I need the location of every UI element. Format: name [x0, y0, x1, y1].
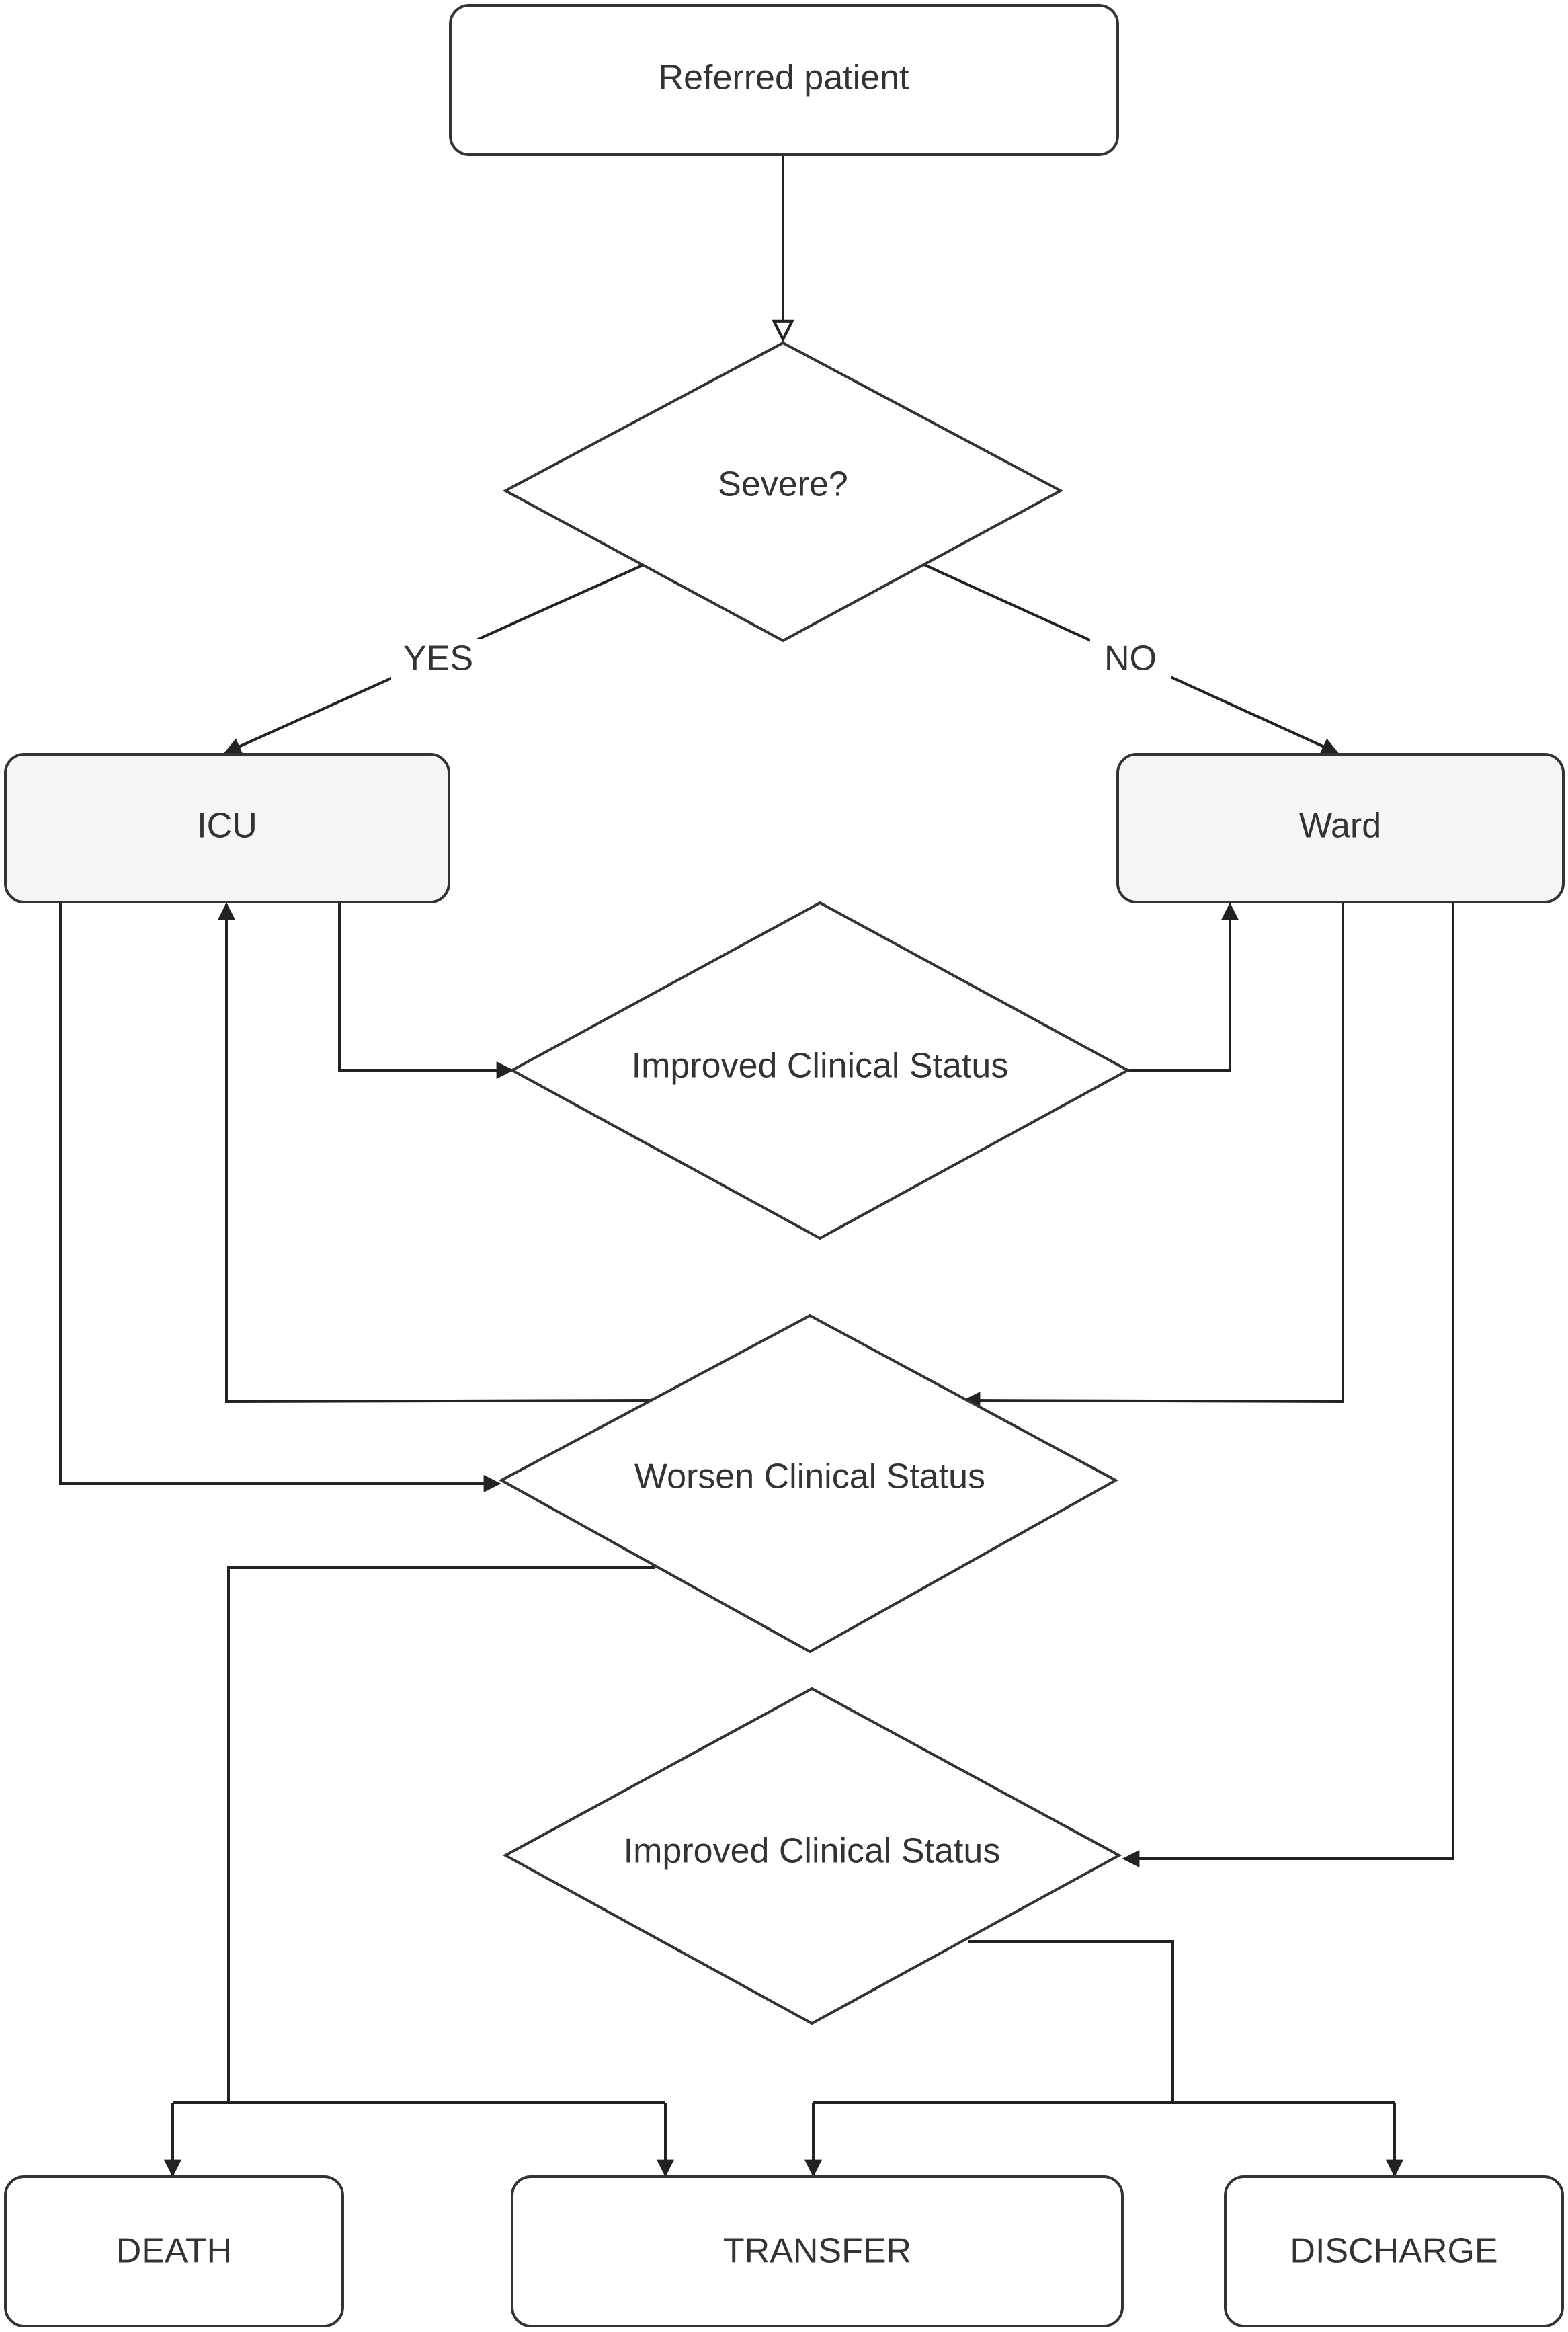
edge-worsen-to-icu	[218, 902, 656, 1404]
edge-ward-to-improved-lower	[1122, 902, 1454, 1867]
severe-label: Severe?	[718, 465, 848, 504]
icu-box	[4, 753, 450, 903]
worsen-status-label: Worsen Clinical Status	[634, 1457, 985, 1496]
edge-improved-lower-branch	[968, 1940, 1174, 2103]
improved-status-upper-decision	[509, 901, 1131, 1240]
ward-label: Ward	[1299, 807, 1381, 846]
edge-icu-to-improved	[338, 902, 514, 1079]
edge-label-yes: YES	[403, 639, 473, 678]
referred-patient-label: Referred patient	[659, 58, 909, 97]
edges	[59, 155, 1454, 2177]
discharge-box	[1224, 2175, 1564, 2327]
severe-decision	[502, 341, 1064, 643]
transfer-box	[511, 2175, 1124, 2327]
death-box	[4, 2175, 344, 2327]
edge-improved-to-ward	[1128, 902, 1239, 1072]
referred-patient-box	[449, 4, 1119, 156]
edge-ward-to-worsen	[962, 902, 1344, 1410]
improved-status-upper-label: Improved Clinical Status	[632, 1047, 1009, 1086]
discharge-label: DISCHARGE	[1290, 2232, 1497, 2271]
death-label: DEATH	[116, 2232, 232, 2271]
icu-label: ICU	[197, 807, 257, 846]
nodes: Referred patient Severe? ICU Ward Improv…	[4, 4, 1565, 2327]
improved-status-lower-decision	[502, 1687, 1122, 2025]
edge-label-no: NO	[1104, 639, 1157, 678]
edge-labels: YES NO	[391, 639, 1171, 683]
edge-icu-to-worsen	[59, 902, 501, 1492]
worsen-status-decision	[498, 1314, 1119, 1654]
transfer-label: TRANSFER	[723, 2232, 911, 2271]
edge-worsen-branch	[227, 1566, 655, 2103]
ward-box	[1116, 753, 1565, 903]
improved-status-lower-label: Improved Clinical Status	[624, 1832, 1001, 1871]
